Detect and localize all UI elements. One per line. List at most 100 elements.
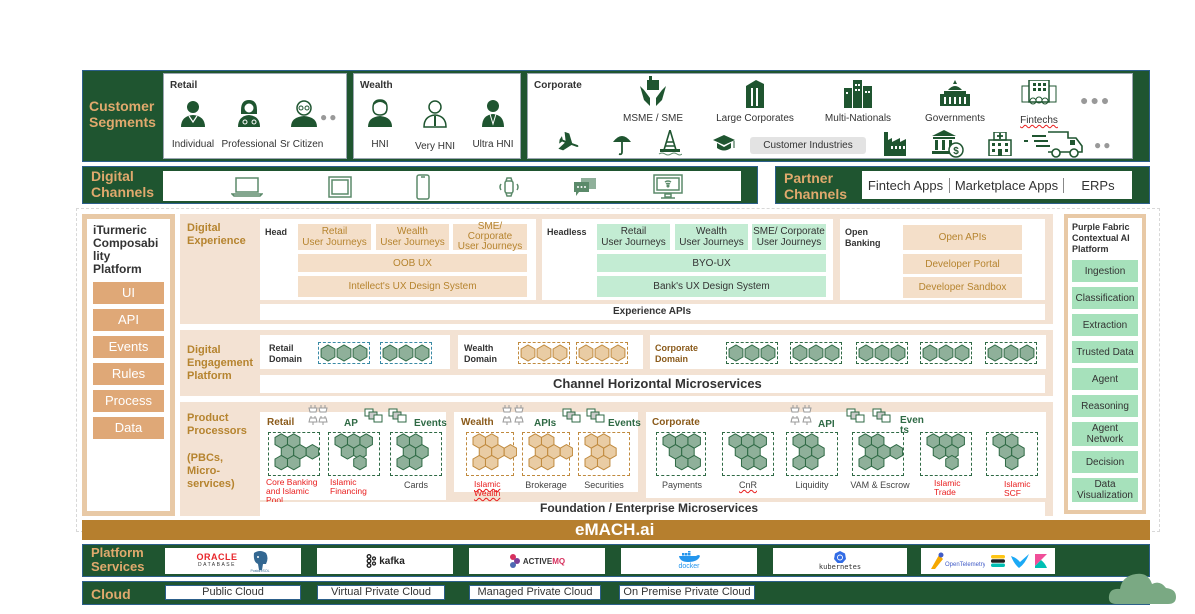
segment-professional[interactable]: Professional	[220, 98, 278, 150]
cloud-on-premise-private[interactable]: On Premise Private Cloud	[619, 585, 755, 600]
headless-wealth-journeys[interactable]: Wealth User Journeys	[675, 224, 748, 250]
hexagon-icon	[578, 344, 594, 362]
open-apis[interactable]: Open APIs	[903, 225, 1022, 250]
segment-hni[interactable]: HNI	[358, 98, 402, 150]
pf-reasoning[interactable]: Reasoning	[1072, 395, 1138, 417]
cloud-managed-private[interactable]: Managed Private Cloud	[469, 585, 601, 600]
segment-multi-nationals[interactable]: Multi-Nationals	[818, 80, 898, 124]
corporate-pbc-payments[interactable]	[656, 432, 706, 476]
segment-very-hni[interactable]: Very HNI	[410, 98, 460, 152]
developer-sandbox[interactable]: Developer Sandbox	[903, 277, 1022, 298]
iturmeric-data[interactable]: Data	[93, 417, 164, 439]
retail-domain-group[interactable]	[318, 342, 370, 364]
smartwatch-icon[interactable]	[497, 177, 521, 197]
tech-activemq[interactable]: ACTIVEMQ	[469, 548, 605, 574]
cloud-public[interactable]: Public Cloud	[165, 585, 301, 600]
segment-fintechs[interactable]: Fintechs	[1006, 79, 1072, 126]
developer-portal[interactable]: Developer Portal	[903, 254, 1022, 274]
partner-erps[interactable]: ERPs	[1081, 177, 1115, 193]
pf-classification[interactable]: Classification	[1072, 287, 1138, 309]
corporate-domain-group[interactable]	[726, 342, 778, 364]
retail-domain-group[interactable]	[380, 342, 432, 364]
corporate-pbc-islamic-scf[interactable]	[986, 432, 1038, 476]
segment-msme[interactable]: MSME / SME	[618, 76, 688, 124]
tech-databases[interactable]: ORACLE DATABASE PostgreSQL	[165, 548, 301, 574]
corporate-pbc-liquidity[interactable]	[786, 432, 838, 476]
head-retail-journeys[interactable]: Retail User Journeys	[298, 224, 371, 250]
chat-icon[interactable]	[573, 177, 597, 197]
iturmeric-platform: iTurmeric Composabi lity Platform UI API…	[82, 214, 175, 516]
wealth-pbc-securities[interactable]	[578, 432, 630, 476]
tech-kafka[interactable]: kafka	[317, 548, 453, 574]
pf-agent-network[interactable]: Agent Network	[1072, 422, 1138, 446]
segment-sr-citizen[interactable]: ●● Sr Citizen	[280, 98, 346, 150]
tech-kubernetes[interactable]: kubernetes	[773, 548, 907, 574]
retail-pbc-cards[interactable]	[390, 432, 442, 476]
bank-ux-design-system[interactable]: Bank's UX Design System	[597, 276, 826, 297]
wealth-domain-group[interactable]	[518, 342, 570, 364]
pbc-hexagon-cluster-icon	[858, 433, 903, 471]
wealth-pbc-brokerage[interactable]	[522, 432, 573, 476]
pf-agent[interactable]: Agent	[1072, 368, 1138, 390]
wealth-domain-group[interactable]	[576, 342, 628, 364]
channel-microservices-bar: Channel Horizontal Microservices	[260, 375, 1045, 393]
corporate-domain-group[interactable]	[920, 342, 972, 364]
iturmeric-rules[interactable]: Rules	[93, 363, 164, 385]
pf-ingestion[interactable]: Ingestion	[1072, 260, 1138, 282]
corporate-pbc-cnr[interactable]	[722, 432, 774, 476]
retail-pbc-islamic-financing[interactable]	[328, 432, 380, 476]
hexagon-icon	[472, 454, 486, 471]
hospital-icon	[988, 132, 1012, 156]
emach-label: eMACH.ai	[575, 520, 655, 539]
corporate-domain-group[interactable]	[985, 342, 1037, 364]
tech-docker[interactable]: docker	[621, 548, 757, 574]
hexagon-icon	[1003, 344, 1019, 362]
pf-decision[interactable]: Decision	[1072, 451, 1138, 473]
platform-services-band: Platform Services ORACLE DATABASE Postgr…	[82, 544, 1150, 577]
pf-extraction[interactable]: Extraction	[1072, 314, 1138, 336]
wealth-events-label: Events	[608, 418, 641, 429]
hexagon-group-icon	[520, 344, 568, 362]
corporate-domain-group[interactable]	[856, 342, 908, 364]
iturmeric-ui[interactable]: UI	[93, 282, 164, 304]
segment-ultra-hni[interactable]: Ultra HNI	[468, 98, 518, 150]
partner-marketplace-apps[interactable]: Marketplace Apps	[950, 177, 1064, 193]
api-plug-icon	[502, 405, 512, 425]
laptop-icon[interactable]	[231, 176, 263, 198]
tablet-icon[interactable]	[327, 176, 353, 198]
segment-individual[interactable]: Individual	[168, 98, 218, 150]
segment-governments[interactable]: Governments	[920, 80, 990, 124]
head-sme-corporate-journeys[interactable]: SME/ Corporate User Journeys	[453, 222, 527, 252]
iturmeric-api[interactable]: API	[93, 309, 164, 331]
smart-tv-icon[interactable]	[653, 174, 683, 200]
cloud-virtual-private[interactable]: Virtual Private Cloud	[317, 585, 445, 600]
intellect-ux-design-system[interactable]: Intellect's UX Design System	[298, 276, 527, 297]
pf-data-visualization[interactable]: Data Visualization	[1072, 478, 1138, 502]
partner-fintech-apps[interactable]: Fintech Apps	[862, 177, 950, 193]
retail-pbc-core-banking[interactable]	[268, 432, 320, 476]
pbc-hexagon-cluster-icon	[728, 433, 767, 471]
hexagon-icon	[1019, 344, 1035, 362]
corporate-pbc-islamic-trade[interactable]	[920, 432, 972, 476]
pf-trusted-data[interactable]: Trusted Data	[1072, 341, 1138, 363]
headless-sme-corporate-journeys[interactable]: SME/ Corporate User Journeys	[752, 224, 826, 250]
head-wealth-journeys[interactable]: Wealth User Journeys	[376, 224, 449, 250]
hexagon-icon	[728, 344, 744, 362]
hexagon-group-icon	[578, 344, 626, 362]
iturmeric-process[interactable]: Process	[93, 390, 164, 412]
hexagon-icon	[687, 454, 701, 471]
corporate-pbc-vam-escrow[interactable]	[852, 432, 904, 476]
headless-retail-journeys[interactable]: Retail User Journeys	[597, 224, 670, 250]
tech-observability[interactable]: OpenTelemetry	[921, 548, 1055, 574]
segment-large-corporates[interactable]: Large Corporates	[710, 80, 800, 124]
oob-ux[interactable]: OOB UX	[298, 254, 527, 272]
pbc-hexagon-cluster-icon	[926, 433, 965, 471]
iturmeric-events[interactable]: Events	[93, 336, 164, 358]
event-stack-icon	[586, 408, 605, 423]
retail-segment-label: Retail	[170, 80, 198, 91]
smartphone-icon[interactable]	[415, 174, 431, 200]
wealth-pbc-islamic-wealth[interactable]	[466, 432, 517, 476]
byo-ux[interactable]: BYO-UX	[597, 254, 826, 272]
corporate-domain-group[interactable]	[790, 342, 842, 364]
hexagon-icon	[484, 454, 499, 471]
